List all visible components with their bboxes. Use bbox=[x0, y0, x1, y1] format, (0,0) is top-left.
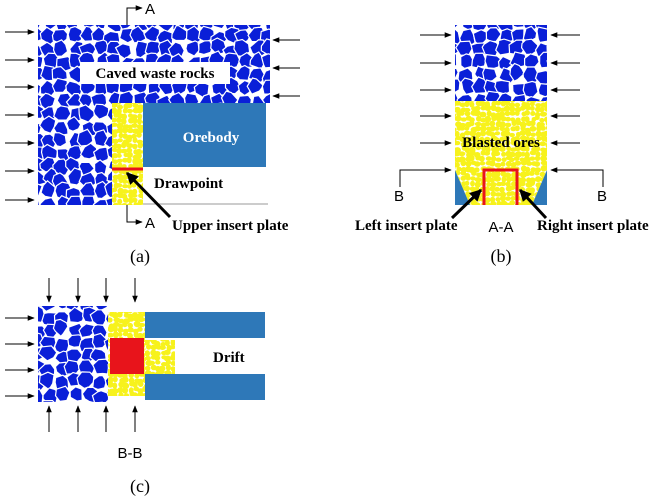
ore-spill-c bbox=[145, 340, 175, 374]
section-aa-label: A-A bbox=[488, 219, 513, 236]
upper-orebody-c bbox=[145, 312, 265, 338]
upper-plate-pointer bbox=[125, 171, 172, 219]
section-b-left-marker bbox=[399, 167, 452, 187]
panel-b-caption: (b) bbox=[491, 246, 512, 267]
section-a-bottom-label: A bbox=[145, 215, 155, 232]
right-pressure-arrows-a bbox=[272, 37, 300, 99]
lower-orebody-c bbox=[145, 374, 265, 400]
drift-label: Drift bbox=[213, 350, 245, 366]
bottom-pressure-arrows-c bbox=[46, 405, 138, 432]
left-pressure-arrows-b bbox=[420, 32, 452, 146]
section-b-right-label: B bbox=[597, 188, 607, 205]
top-pressure-arrows-c bbox=[46, 278, 138, 303]
panel-c-caption: (c) bbox=[130, 476, 150, 497]
upper-insert-plate-label: Upper insert plate bbox=[172, 218, 289, 234]
right-pillar-b bbox=[532, 170, 547, 205]
drawpoint-label: Drawpoint bbox=[154, 176, 223, 192]
right-plate-pointer bbox=[518, 188, 548, 220]
section-a-top-label: A bbox=[145, 1, 155, 18]
orebody-block bbox=[143, 103, 266, 167]
caved-waste-rocks-label: Caved waste rocks bbox=[96, 66, 215, 82]
section-a-top-marker bbox=[126, 5, 143, 25]
section-a-bottom-marker bbox=[126, 205, 143, 225]
caved-rock-fill-c bbox=[38, 306, 108, 402]
left-insert-plate-label: Left insert plate bbox=[355, 218, 458, 234]
section-bb-label: B-B bbox=[117, 445, 142, 462]
right-insert-plate-label: Right insert plate bbox=[537, 218, 649, 234]
insert-plate-c bbox=[110, 338, 144, 374]
orebody-label: Orebody bbox=[183, 130, 240, 146]
section-b-right-marker bbox=[550, 167, 604, 187]
panel-b: Blasted ores B B Left insert plate Right… bbox=[355, 25, 649, 267]
ore-fill-a bbox=[112, 103, 143, 205]
section-b-left-label: B bbox=[394, 188, 404, 205]
panel-a-caption: (a) bbox=[130, 246, 150, 267]
panel-a: Caved waste rocks Orebody Drawpoint Uppe… bbox=[5, 1, 300, 267]
panel-c: Drift B-B (c) bbox=[5, 278, 265, 497]
caved-label-bg bbox=[80, 62, 230, 84]
left-pressure-arrows-a bbox=[5, 29, 35, 203]
blasted-ores-label: Blasted ores bbox=[462, 135, 540, 151]
right-pressure-arrows-b bbox=[550, 32, 580, 146]
drawpoint-opening bbox=[143, 167, 268, 204]
left-pillar-b bbox=[455, 170, 470, 205]
insert-plates-b bbox=[482, 168, 519, 205]
left-pressure-arrows-c bbox=[5, 315, 35, 399]
left-plate-pointer bbox=[450, 188, 483, 220]
caved-rock-fill-b bbox=[455, 25, 547, 101]
